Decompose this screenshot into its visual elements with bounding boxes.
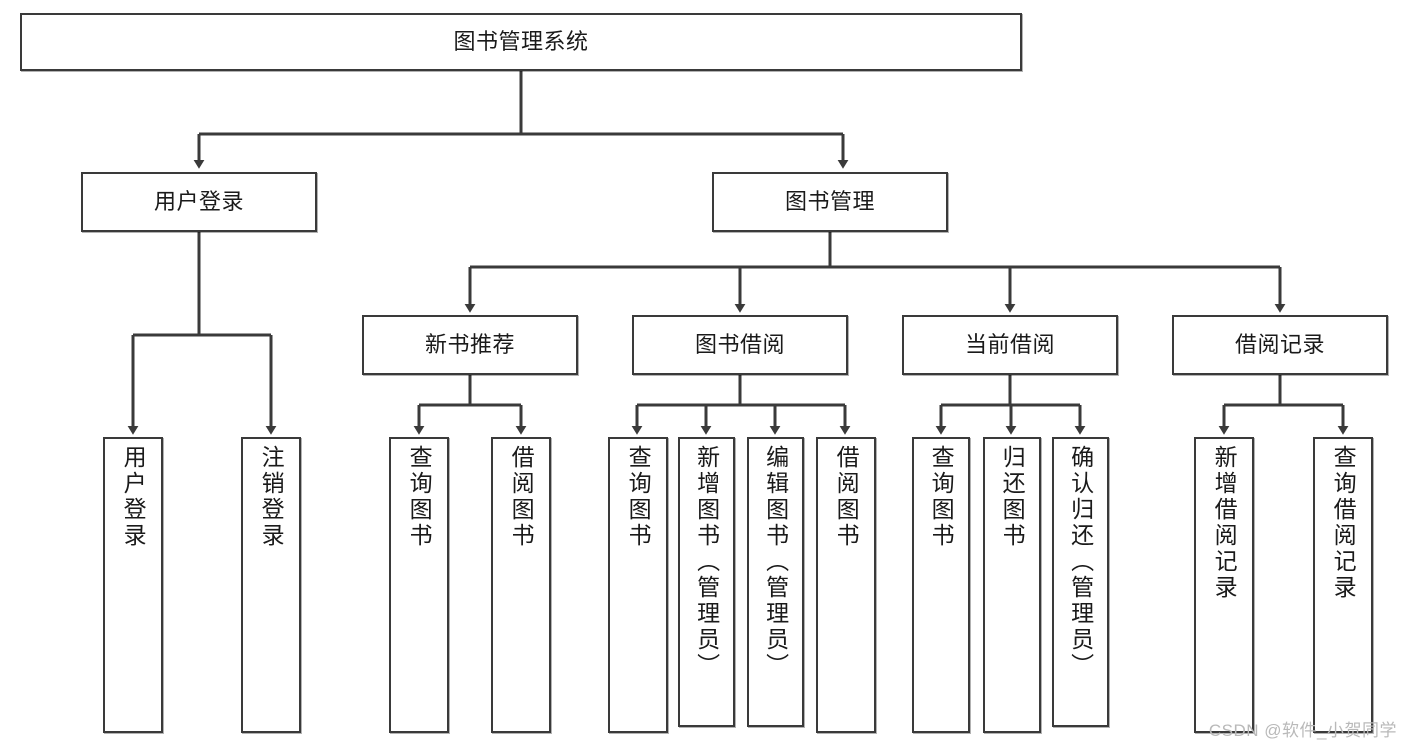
node-label: 图书借阅 (694, 331, 785, 357)
node-leaf-user-login[interactable]: 用户登录 (103, 437, 163, 733)
node-leaf-confirm-return-admin[interactable]: 确认归还（管理员） (1052, 437, 1109, 727)
node-leaf-borrow-book[interactable]: 借阅图书 (816, 437, 876, 733)
node-leaf-query-book-recommend[interactable]: 查询图书 (389, 437, 449, 733)
node-label: 用户登录 (153, 188, 244, 214)
node-label: 归还图书 (999, 445, 1026, 549)
node-label: 借阅图书 (833, 445, 860, 549)
node-label: 新增图书（管理员） (693, 445, 720, 679)
node-leaf-add-borrow-record[interactable]: 新增借阅记录 (1194, 437, 1254, 733)
node-current-borrow[interactable]: 当前借阅 (902, 315, 1118, 375)
node-label: 查询借阅记录 (1330, 445, 1357, 601)
node-leaf-query-borrow-record[interactable]: 查询借阅记录 (1313, 437, 1373, 733)
node-label: 新书推荐 (424, 331, 515, 357)
node-new-book-recommend[interactable]: 新书推荐 (362, 315, 578, 375)
node-user-login[interactable]: 用户登录 (81, 172, 317, 232)
node-root-book-management-system[interactable]: 图书管理系统 (20, 13, 1022, 71)
watermark-text: CSDN @软件_小贺同学 (1208, 721, 1397, 740)
node-leaf-query-book-current[interactable]: 查询图书 (912, 437, 970, 733)
node-label: 图书管理系统 (453, 28, 589, 54)
node-label: 用户登录 (120, 445, 147, 549)
node-label: 确认归还（管理员） (1067, 445, 1094, 679)
node-leaf-edit-book-admin[interactable]: 编辑图书（管理员） (747, 437, 804, 727)
node-label: 当前借阅 (964, 331, 1055, 357)
node-label: 借阅图书 (508, 445, 535, 549)
node-leaf-return-book[interactable]: 归还图书 (983, 437, 1041, 733)
node-label: 查询图书 (928, 445, 955, 549)
node-book-management[interactable]: 图书管理 (712, 172, 948, 232)
node-borrow-record[interactable]: 借阅记录 (1172, 315, 1388, 375)
node-label: 图书管理 (784, 188, 875, 214)
node-label: 查询图书 (625, 445, 652, 549)
node-leaf-logout[interactable]: 注销登录 (241, 437, 301, 733)
node-label: 新增借阅记录 (1211, 445, 1238, 601)
node-book-borrow[interactable]: 图书借阅 (632, 315, 848, 375)
node-label: 借阅记录 (1234, 331, 1325, 357)
node-label: 注销登录 (258, 445, 285, 549)
node-label: 编辑图书（管理员） (762, 445, 789, 679)
node-leaf-add-book-admin[interactable]: 新增图书（管理员） (678, 437, 735, 727)
node-leaf-query-book-borrow[interactable]: 查询图书 (608, 437, 668, 733)
node-label: 查询图书 (406, 445, 433, 549)
node-leaf-borrow-book-recommend[interactable]: 借阅图书 (491, 437, 551, 733)
